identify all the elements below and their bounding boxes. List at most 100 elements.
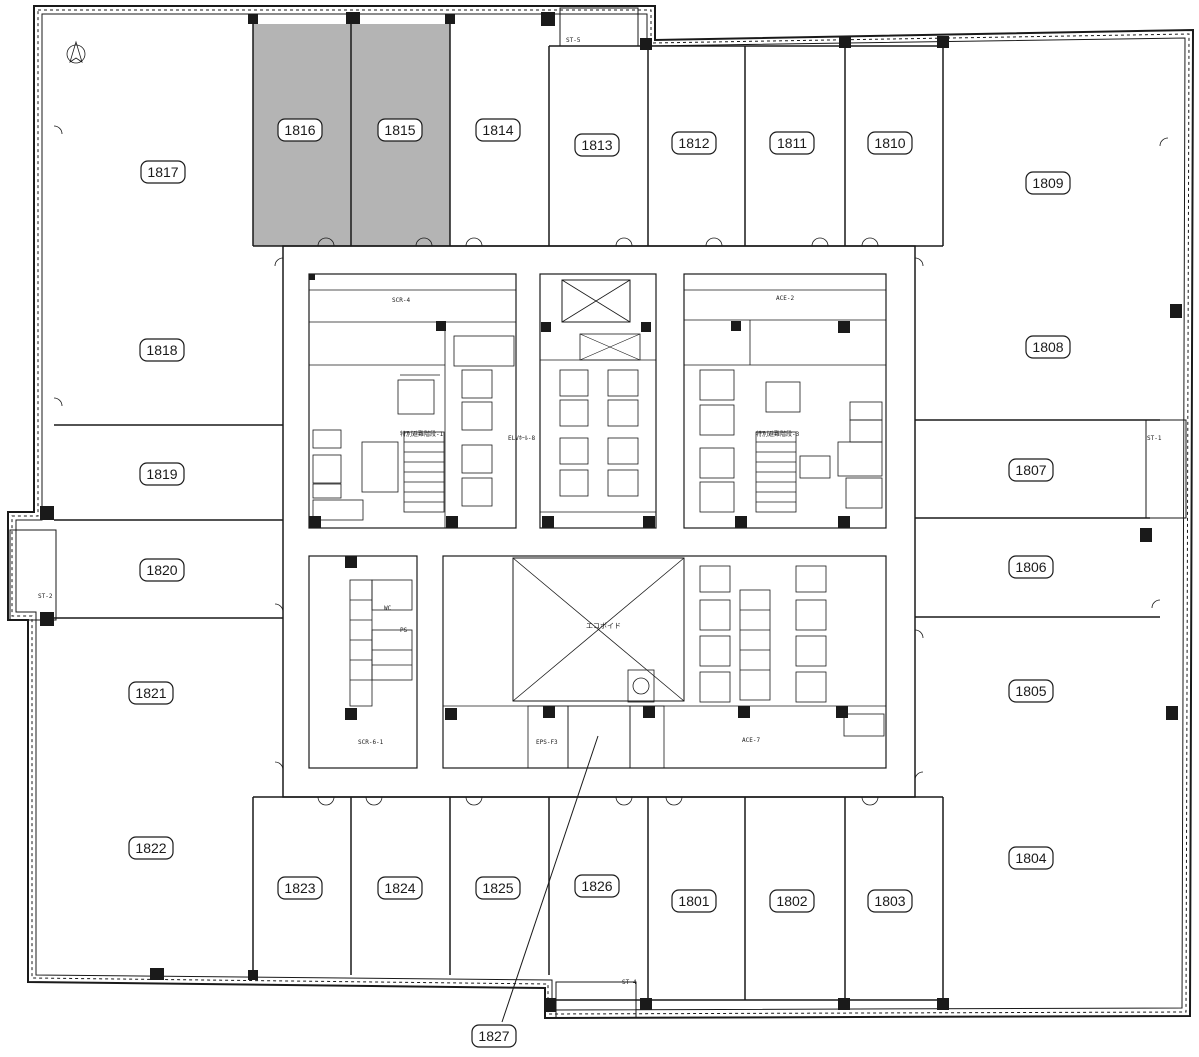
room-label-north-3: 1814 — [475, 118, 521, 142]
room-label-north-7: 1810 — [867, 131, 913, 155]
room-number: 1811 — [777, 135, 807, 151]
room-label-south-2: 1825 — [475, 876, 521, 900]
room-label-north-4: 1813 — [574, 133, 620, 157]
room-label-frame — [475, 118, 521, 142]
room-label-frame — [867, 889, 913, 913]
storage-label-4: ACE-7 — [742, 737, 760, 744]
ps-label: PS — [400, 627, 408, 634]
stair-annex-label-3: ST-1 — [1147, 435, 1162, 442]
room-label-south-3: 1826 — [574, 874, 620, 898]
room-label-callout-0: 1827 — [471, 1024, 517, 1048]
stair-annex-label-2: ST-4 — [622, 979, 637, 986]
room-number: 1805 — [1015, 683, 1046, 699]
stair-annex-label-1: ST-5 — [566, 37, 581, 44]
room-label-frame — [377, 118, 423, 142]
room-number: 1808 — [1032, 339, 1063, 355]
room-label-west-2: 1820 — [139, 558, 185, 582]
room-label-east-3: 1805 — [1008, 679, 1054, 703]
room-label-north-6: 1811 — [769, 131, 815, 155]
room-label-north-0: 1817 — [140, 160, 186, 184]
room-label-east-2: 1806 — [1008, 555, 1054, 579]
room-number: 1826 — [581, 878, 612, 894]
door-swings — [53, 125, 1169, 806]
room-label-frame — [1008, 846, 1054, 870]
storage-label-2: ACE-2 — [776, 295, 794, 302]
room-number: 1815 — [384, 122, 415, 138]
north-arrow-icon — [66, 40, 86, 64]
room-number: 1818 — [146, 342, 177, 358]
room-label-west-0: 1818 — [139, 338, 185, 362]
room-label-frame — [671, 889, 717, 913]
room-labels: 1817 1816 1815 1814 1813 1812 1811 1810 1809 1818… — [128, 118, 1071, 1048]
room-label-north-8: 1809 — [1025, 171, 1071, 195]
room-number: 1827 — [478, 1028, 509, 1044]
room-number: 1821 — [135, 685, 166, 701]
room-label-frame — [140, 160, 186, 184]
core-outline — [282, 245, 916, 798]
room-label-frame — [671, 131, 717, 155]
room-label-frame — [574, 133, 620, 157]
room-number: 1820 — [146, 562, 177, 578]
stair-annex-label-4: ST-2 — [38, 593, 53, 600]
room-number: 1807 — [1015, 462, 1046, 478]
room-label-frame — [1008, 679, 1054, 703]
room-number: 1819 — [146, 466, 177, 482]
room-number: 1812 — [678, 135, 709, 151]
room-label-west-3: 1821 — [128, 681, 174, 705]
room-label-frame — [277, 118, 323, 142]
room-number: 1810 — [874, 135, 905, 151]
room-label-frame — [574, 874, 620, 898]
storage-label-1: SCR-4 — [392, 297, 410, 304]
room-label-frame — [1025, 335, 1071, 359]
room-label-frame — [128, 836, 174, 860]
room-label-south-1: 1824 — [377, 876, 423, 900]
room-label-frame — [769, 889, 815, 913]
callout-leader — [501, 735, 599, 1023]
room-label-north-5: 1812 — [671, 131, 717, 155]
room-label-south-0: 1823 — [277, 876, 323, 900]
room-label-frame — [128, 681, 174, 705]
room-number: 1813 — [581, 137, 612, 153]
room-label-frame — [475, 876, 521, 900]
room-label-east-4: 1804 — [1008, 846, 1054, 870]
room-label-east-0: 1808 — [1025, 335, 1071, 359]
room-label-frame — [1008, 555, 1054, 579]
room-number: 1802 — [776, 893, 807, 909]
room-label-north-1: 1816 — [277, 118, 323, 142]
room-label-frame — [377, 876, 423, 900]
room-label-frame — [867, 131, 913, 155]
room-label-south-4: 1801 — [671, 889, 717, 913]
room-label-frame — [139, 462, 185, 486]
room-number: 1803 — [874, 893, 905, 909]
core-annotations: SCR-4 ACE-2 SCR-6-1 ACE-7 EPS-F3 ELVﾎｰﾙ-… — [38, 37, 1162, 986]
room-number: 1801 — [678, 893, 709, 909]
room-label-frame — [139, 558, 185, 582]
storage-label-3: SCR-6-1 — [358, 739, 384, 746]
room-number: 1814 — [482, 122, 513, 138]
stair-annexes — [9, 7, 1187, 1019]
room-number: 1822 — [135, 840, 166, 856]
room-number: 1816 — [284, 122, 315, 138]
room-label-frame — [1008, 458, 1054, 482]
room-number: 1817 — [147, 164, 178, 180]
room-number: 1823 — [284, 880, 315, 896]
stair-label-1: 特別避難階段-1 — [400, 430, 444, 438]
room-label-north-2: 1815 — [377, 118, 423, 142]
room-number: 1825 — [482, 880, 513, 896]
elevator-hall-label: ELVﾎｰﾙ-8 — [508, 435, 535, 442]
stair-label-2: 特別避難階段-3 — [756, 430, 800, 438]
room-label-frame — [139, 338, 185, 362]
wc-label: WC — [384, 605, 392, 612]
room-label-frame — [471, 1024, 517, 1048]
room-label-west-4: 1822 — [128, 836, 174, 860]
room-label-south-5: 1802 — [769, 889, 815, 913]
room-number: 1809 — [1032, 175, 1063, 191]
room-label-frame — [769, 131, 815, 155]
room-label-frame — [277, 876, 323, 900]
eco-void-label: エコボイド — [586, 622, 621, 630]
structural-columns — [40, 12, 1182, 1012]
room-label-south-6: 1803 — [867, 889, 913, 913]
core-detail — [309, 289, 886, 769]
room-label-east-1: 1807 — [1008, 458, 1054, 482]
